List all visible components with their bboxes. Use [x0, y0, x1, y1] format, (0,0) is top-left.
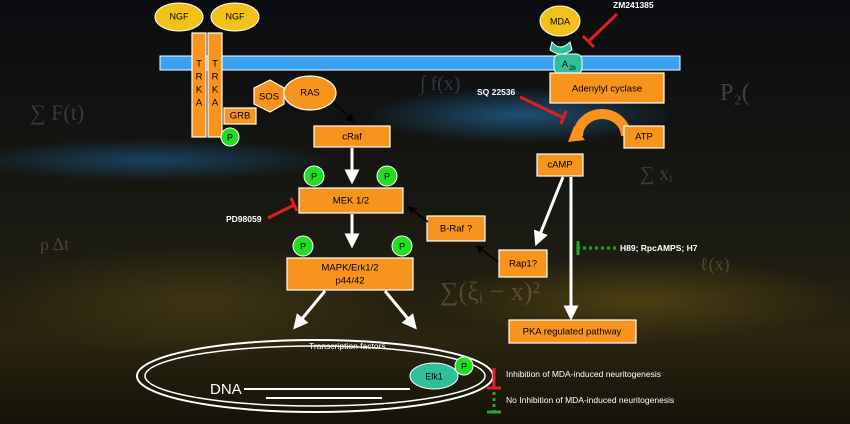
arrow-braf-mek: [407, 206, 429, 223]
svg-text:P: P: [384, 171, 390, 181]
mek-node: MEK 1/2: [298, 187, 404, 214]
cell-membrane: [159, 55, 681, 71]
trka-letter: A: [196, 98, 203, 109]
trka-letter: K: [212, 85, 219, 96]
svg-text:P₂(: P₂(: [720, 80, 750, 106]
ngf-ligand-left: NGF: [154, 2, 204, 32]
phospho-mek-right: P: [376, 165, 398, 187]
svg-text:P: P: [399, 241, 405, 251]
svg-text:MDA: MDA: [550, 16, 570, 26]
ras-node: RAS: [283, 75, 337, 111]
pka-node: PKA regulated pathway: [508, 319, 637, 344]
trka-letter: R: [212, 72, 219, 83]
trka-letter: T: [212, 59, 218, 70]
a2b-receptor: A 2b: [549, 40, 583, 75]
svg-text:SOS: SOS: [259, 92, 279, 103]
svg-text:MEK 1/2: MEK 1/2: [333, 196, 369, 207]
svg-text:Adenylyl cyclase: Adenylyl cyclase: [572, 84, 642, 95]
svg-text:A: A: [562, 59, 568, 69]
phospho-mapk-left: P: [292, 235, 314, 257]
legend-no-inhibition: No Inhibition of MDA-induced neuritogene…: [487, 392, 674, 414]
svg-text:P: P: [300, 241, 306, 251]
svg-text:RAS: RAS: [300, 88, 320, 99]
svg-text:PD98059: PD98059: [226, 214, 262, 224]
svg-text:ATP: ATP: [635, 132, 653, 143]
adenylyl-cyclase-node: Adenylyl cyclase: [549, 72, 665, 104]
svg-text:SQ 22536: SQ 22536: [477, 87, 516, 97]
phospho-trka: P: [220, 127, 240, 147]
sq22536-inhibitor: SQ 22536: [477, 87, 568, 125]
svg-text:Rap1?: Rap1?: [509, 259, 537, 270]
arrow-mapk-tf-left: [293, 290, 327, 330]
trka-letter: T: [196, 59, 202, 70]
atp-conversion-arc: [573, 109, 631, 137]
svg-text:∑(ξᵢ − x)²: ∑(ξᵢ − x)²: [440, 277, 540, 306]
arrow-ras-craf: [332, 101, 354, 122]
dna-label: DNA: [210, 381, 242, 398]
svg-text:NGF: NGF: [170, 11, 190, 21]
svg-text:PKA regulated pathway: PKA regulated pathway: [523, 327, 622, 338]
arrow-rap1-braf: [475, 245, 499, 263]
phospho-mek-left: P: [303, 165, 325, 187]
svg-text:P: P: [311, 171, 317, 181]
camp-node: cAMP: [536, 153, 584, 177]
trka-right-chain: [207, 32, 223, 138]
svg-text:∑ xᵢ: ∑ xᵢ: [640, 163, 673, 185]
svg-text:NGF: NGF: [226, 11, 246, 21]
legend-inhibition: Inhibition of MDA-induced neuritogenesis: [487, 368, 661, 390]
svg-text:No Inhibition of MDA-induced n: No Inhibition of MDA-induced neuritogene…: [506, 395, 674, 405]
background-formulas: ∑ F(t) ∫ f(x) P₂( ∑ xᵢ ∑(ξᵢ − x)² ρ Δt ℓ…: [30, 73, 750, 306]
trka-letter: A: [212, 98, 219, 109]
mapk-node: MAPK/Erk1/2 p44/42: [286, 257, 414, 291]
svg-text:Inhibition of MDA-induced neur: Inhibition of MDA-induced neuritogenesis: [506, 369, 661, 379]
svg-text:ℓ(x): ℓ(x): [700, 254, 730, 275]
svg-text:ZM241385: ZM241385: [613, 0, 654, 10]
rap1-node: Rap1?: [498, 249, 548, 278]
sos-node: SOS: [253, 79, 285, 113]
svg-text:cAMP: cAMP: [547, 160, 572, 171]
atp-conversion-arrowhead: [568, 126, 585, 142]
svg-text:H89; RpcAMPS; H7: H89; RpcAMPS; H7: [620, 243, 698, 253]
svg-text:MAPK/Erk1/2: MAPK/Erk1/2: [321, 263, 378, 274]
svg-text:cRaf: cRaf: [342, 132, 362, 143]
ngf-ligand-right: NGF: [210, 2, 260, 32]
zm241385-inhibitor: ZM241385: [581, 0, 654, 49]
svg-text:B-Raf ?: B-Raf ?: [440, 224, 472, 235]
craf-node: cRaf: [313, 125, 391, 148]
transcription-factors-label: Transcription factors: [309, 341, 386, 351]
h89-inhibitor: H89; RpcAMPS; H7: [576, 241, 698, 255]
braf-node: B-Raf ?: [426, 215, 486, 242]
trka-letter: R: [196, 72, 203, 83]
elk1-node: Elk1: [409, 362, 459, 390]
mda-ligand: MDA: [539, 5, 581, 37]
svg-text:ρ Δt: ρ Δt: [40, 234, 69, 254]
trka-left-chain: [191, 32, 207, 138]
arrow-camp-rap1: [533, 176, 565, 247]
svg-text:∑ F(t): ∑ F(t): [30, 100, 84, 125]
svg-text:GRB: GRB: [230, 111, 251, 122]
atp-node: ATP: [623, 125, 665, 149]
svg-text:P: P: [227, 132, 233, 142]
svg-text:∫ f(x): ∫ f(x): [418, 73, 460, 96]
svg-text:P: P: [461, 361, 467, 371]
svg-text:2b: 2b: [569, 66, 576, 72]
trka-letter: K: [196, 85, 203, 96]
phospho-mapk-right: P: [391, 235, 413, 257]
svg-text:p44/42: p44/42: [335, 276, 364, 287]
grb-node: GRB: [223, 107, 257, 125]
pd98059-inhibitor: PD98059: [226, 197, 299, 224]
arrow-mapk-tf-right: [383, 290, 417, 330]
svg-text:Elk1: Elk1: [425, 371, 443, 381]
phospho-elk1: P: [454, 356, 474, 376]
